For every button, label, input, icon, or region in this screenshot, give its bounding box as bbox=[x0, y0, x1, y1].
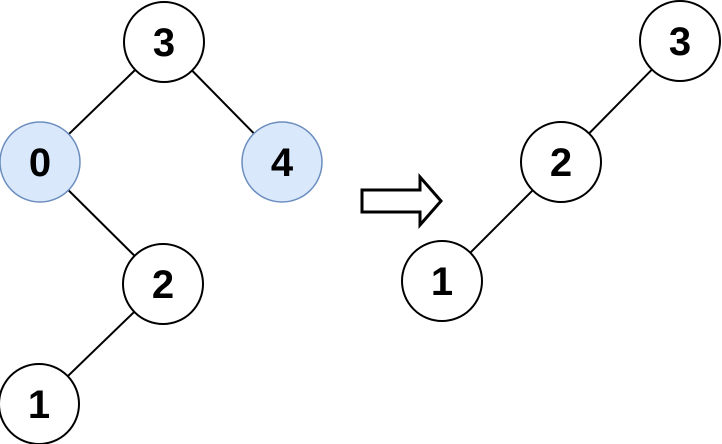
tree-node-left-1: 1 bbox=[0, 363, 80, 444]
tree-node-left-3: 3 bbox=[123, 1, 205, 83]
node-label: 2 bbox=[152, 263, 174, 307]
node-circle bbox=[639, 0, 721, 82]
node-circle bbox=[401, 240, 483, 322]
tree-node-left-4-highlighted: 4 bbox=[241, 121, 323, 203]
node-circle bbox=[520, 121, 602, 203]
node-label: 3 bbox=[153, 21, 175, 65]
node-label: 4 bbox=[271, 141, 294, 185]
node-circle bbox=[123, 1, 205, 83]
left-tree: 3 0 4 2 1 bbox=[0, 1, 323, 444]
tree-node-right-1: 1 bbox=[401, 240, 483, 322]
node-label: 3 bbox=[669, 20, 691, 64]
tree-node-right-2: 2 bbox=[520, 121, 602, 203]
node-label: 2 bbox=[550, 141, 572, 185]
node-label: 0 bbox=[29, 141, 51, 185]
node-circle bbox=[0, 363, 80, 444]
tree-node-left-0-highlighted: 0 bbox=[0, 121, 81, 203]
node-circle bbox=[0, 121, 81, 203]
node-label: 1 bbox=[431, 260, 453, 304]
right-arrow-icon bbox=[360, 173, 443, 229]
tree-node-left-2: 2 bbox=[122, 243, 204, 325]
node-circle bbox=[122, 243, 204, 325]
right-tree: 3 2 1 bbox=[401, 0, 721, 322]
tree-node-right-3: 3 bbox=[639, 0, 721, 82]
node-circle bbox=[241, 121, 323, 203]
node-label: 1 bbox=[28, 383, 50, 427]
